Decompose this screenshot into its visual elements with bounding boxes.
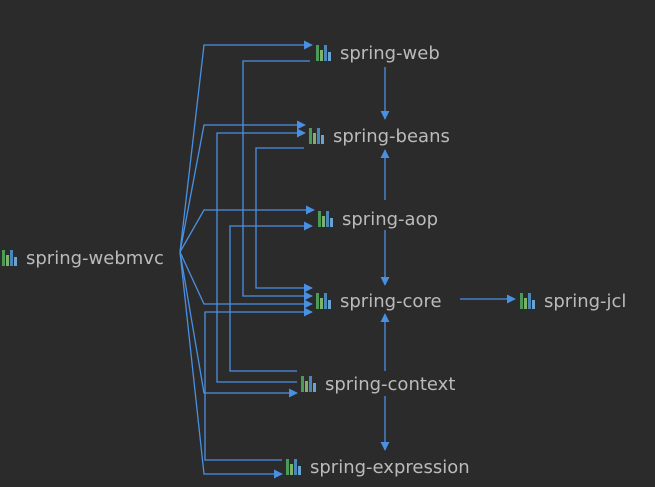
node-spring-web[interactable]: spring-web	[316, 41, 440, 65]
edge-context-to-aop	[229, 221, 313, 372]
node-label: spring-webmvc	[26, 247, 164, 269]
module-bars-icon	[286, 459, 304, 475]
module-bars-icon	[316, 293, 334, 309]
node-label: spring-context	[325, 373, 456, 395]
module-bars-icon	[309, 128, 327, 144]
module-bars-icon	[316, 45, 334, 61]
node-spring-core[interactable]: spring-core	[316, 289, 442, 313]
node-label: spring-beans	[333, 125, 450, 147]
node-spring-beans[interactable]: spring-beans	[309, 124, 450, 148]
edge-webmvc-to-core	[179, 251, 313, 309]
node-spring-aop[interactable]: spring-aop	[318, 207, 438, 231]
module-bars-icon	[2, 250, 20, 266]
module-bars-icon	[301, 376, 319, 392]
edge-webmvc-to-aop	[179, 205, 315, 253]
edge-expression-to-core	[204, 307, 313, 461]
node-label: spring-web	[340, 42, 440, 64]
module-bars-icon	[318, 211, 336, 227]
node-spring-context[interactable]: spring-context	[301, 372, 455, 396]
node-label: spring-expression	[310, 456, 470, 478]
module-bars-icon	[520, 293, 538, 309]
edge-web-to-core	[242, 60, 313, 301]
node-label: spring-aop	[342, 208, 439, 230]
edge-webmvc-to-context	[179, 251, 298, 398]
edge-beans-to-core	[255, 147, 313, 293]
node-label: spring-core	[340, 290, 442, 312]
node-spring-jcl[interactable]: spring-jcl	[520, 289, 626, 313]
edge-webmvc-to-beans	[179, 120, 306, 253]
edge-webmvc-to-expression	[179, 251, 283, 479]
node-spring-webmvc[interactable]: spring-webmvc	[2, 246, 164, 270]
node-label: spring-jcl	[544, 290, 627, 312]
edge-webmvc-to-web	[179, 40, 313, 253]
node-spring-expression[interactable]: spring-expression	[286, 455, 470, 479]
edge-context-to-beans	[216, 128, 306, 383]
